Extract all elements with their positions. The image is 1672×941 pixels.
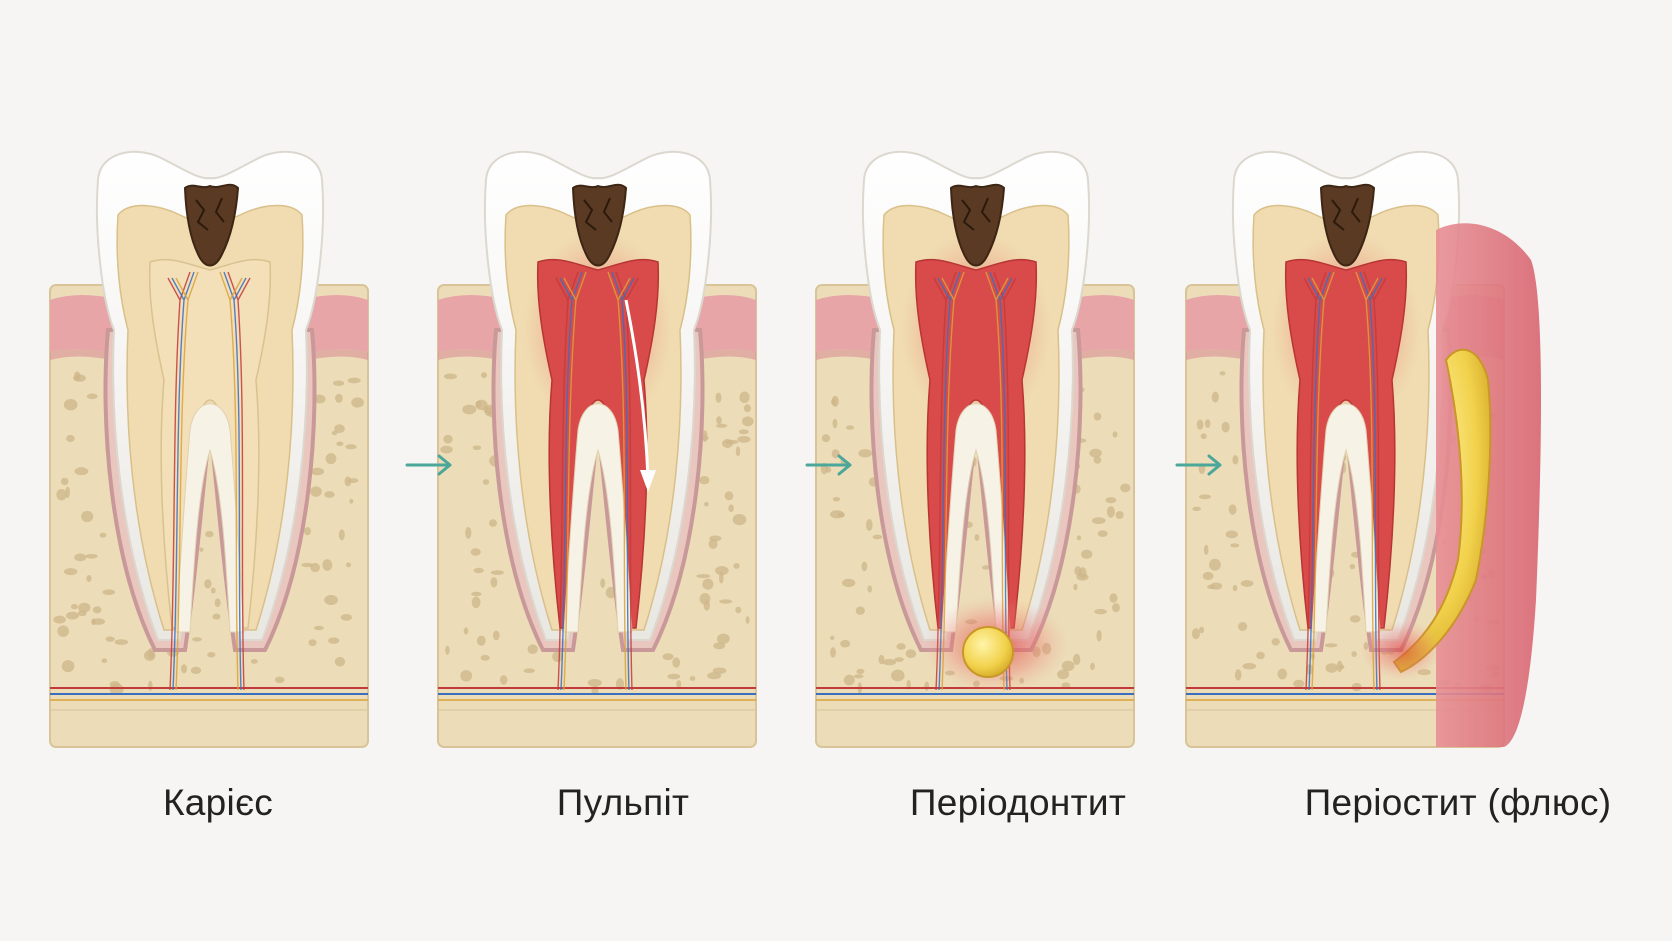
stage-panel-periodontitis — [815, 150, 1135, 748]
caries-cavity — [183, 183, 240, 267]
progression-arrow-icon — [405, 454, 452, 476]
tooth — [861, 150, 1091, 691]
stage-label-periostitis: Періостит (флюс) — [1304, 782, 1612, 823]
stage-label-pulpitis: Пульпіт — [556, 782, 690, 823]
tooth — [95, 150, 325, 691]
caries-cavity — [571, 183, 628, 267]
periapical-abscess — [962, 626, 1014, 678]
stage-panel-pulpitis — [437, 150, 757, 748]
stage-panel-caries — [49, 150, 369, 748]
progression-arrow-icon — [1175, 454, 1222, 476]
caries-cavity — [949, 183, 1006, 267]
stage-label-caries: Карієс — [162, 782, 274, 823]
stage-label-periodontitis: Періодонтит — [909, 782, 1127, 823]
infection-spread-arrowhead — [640, 470, 656, 492]
infection-spread-arrow — [624, 299, 650, 481]
tooth — [1231, 150, 1461, 691]
stage-panel-periostitis — [1185, 150, 1541, 748]
progression-arrow-icon — [805, 454, 852, 476]
caries-cavity — [1319, 183, 1376, 267]
tooth — [483, 150, 713, 691]
